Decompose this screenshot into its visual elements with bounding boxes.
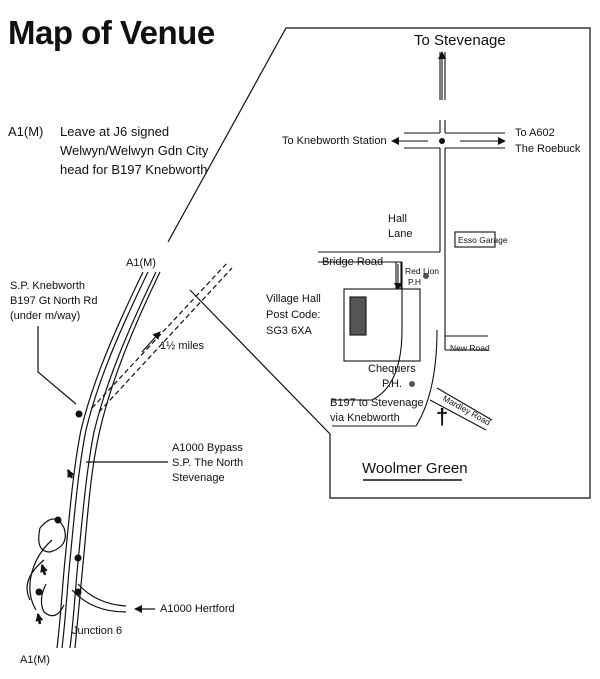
a1m-bottom-label: A1(M): [20, 654, 50, 666]
to-a602-label-1: To A602: [515, 127, 555, 139]
detail-roads: [318, 51, 506, 431]
directions-line-2: Welwyn/Welwyn Gdn City: [60, 143, 209, 158]
esso-garage-label: Esso Garage: [458, 235, 508, 245]
bridge-road-label: Bridge Road: [322, 256, 384, 268]
roundabout-dot: [439, 138, 445, 144]
red-lion-dot: [423, 273, 429, 279]
sp-knebworth-label-1: S.P. Knebworth: [10, 280, 86, 292]
a1000-bypass-label-2: S.P. The North: [172, 457, 244, 469]
a1000-bypass-label-1: A1000 Bypass: [172, 442, 243, 454]
junction-label: Junction 6: [72, 625, 123, 637]
overview-roads: [26, 261, 233, 649]
hall-lane-label-1: Hall: [388, 213, 407, 225]
red-lion-label-2: P.H: [408, 277, 422, 287]
detail-map-frame: [167, 27, 591, 499]
chequers-label-1: Chequers: [368, 363, 416, 375]
sp-knebworth-label-3: (under m/way): [10, 310, 81, 322]
directions-road: A1(M): [8, 124, 44, 139]
village-hall-label-3: SG3 6XA: [266, 325, 312, 337]
a1000-bypass-label-3: Stevenage: [172, 472, 225, 484]
directions-line-1: Leave at J6 signed: [60, 124, 170, 139]
a1m-top-label: A1(M): [126, 257, 156, 269]
new-road-label: New Road: [450, 343, 490, 353]
hall-lane-label-2: Lane: [388, 228, 413, 240]
village-hall-label-2: Post Code:: [266, 309, 321, 321]
directions-line-3: head for B197 Knebworth: [60, 162, 208, 177]
miles-label: 1½ miles: [160, 340, 205, 352]
red-lion-label-1: Red Lion: [405, 266, 440, 276]
to-stevenage-label: To Stevenage: [414, 32, 506, 49]
b197-label-1: B197 to Stevenage: [330, 397, 424, 409]
to-a602-label-2: The Roebuck: [515, 143, 581, 155]
chequers-dot: [409, 381, 415, 387]
a1000-hertford-label: A1000 Hertford: [160, 603, 235, 615]
chequers-label-2: P.H.: [382, 378, 402, 390]
page-title: Map of Venue: [8, 14, 215, 51]
church-cross-icon: †: [436, 404, 449, 429]
sp-knebworth-label-2: B197 Gt North Rd: [10, 295, 98, 307]
to-knebworth-station-label: To Knebworth Station: [282, 135, 387, 147]
woolmer-green-label: Woolmer Green: [362, 460, 468, 477]
b197-label-2: via Knebworth: [330, 412, 400, 424]
village-hall-label-1: Village Hall: [266, 293, 321, 305]
